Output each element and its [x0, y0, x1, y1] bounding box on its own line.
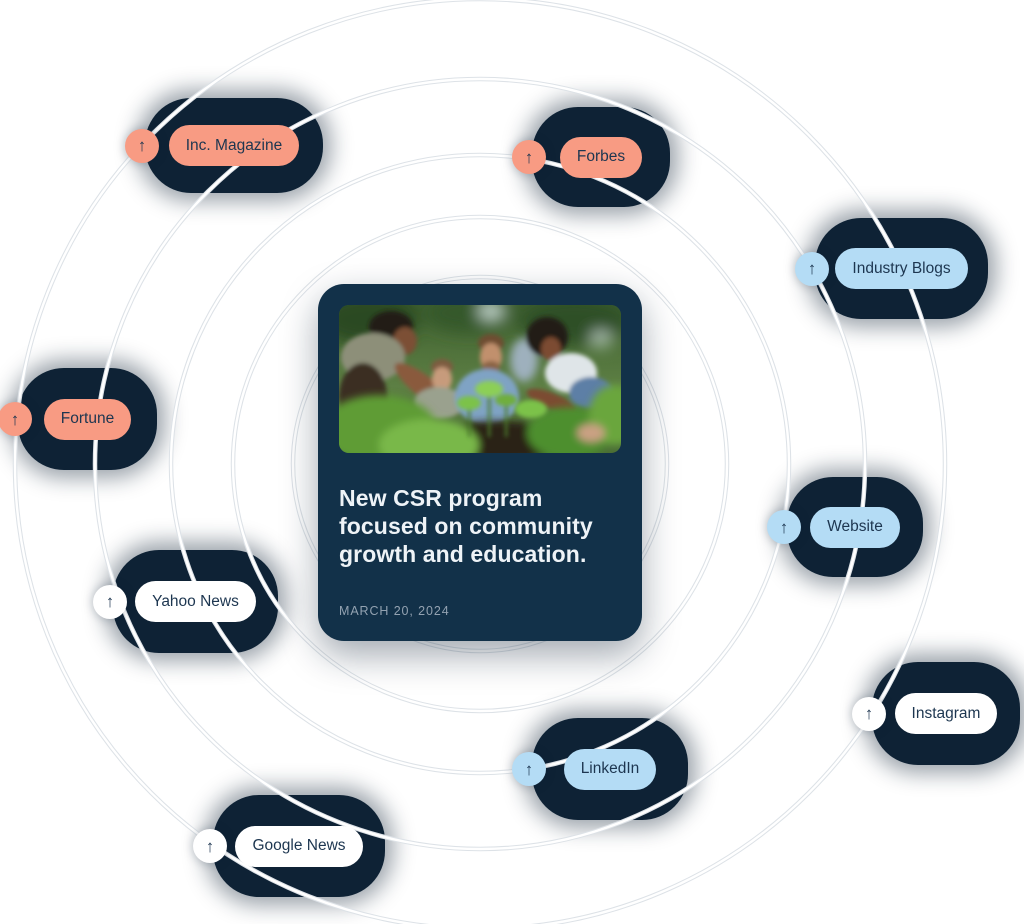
- arrow-up-icon[interactable]: ↑: [93, 584, 127, 619]
- channel-pill-industry-blogs[interactable]: Industry Blogs: [835, 248, 968, 289]
- channel-pill-google-news[interactable]: Google News: [235, 825, 363, 867]
- community-garden-photo: [339, 305, 621, 453]
- arrow-up-glyph: ↑: [105, 592, 115, 611]
- csr-news-card: New CSR program focused on community gro…: [318, 284, 642, 641]
- arrow-up-glyph: ↑: [137, 136, 147, 155]
- arrow-up-glyph: ↑: [205, 836, 215, 856]
- arrow-up-glyph: ↑: [524, 759, 534, 779]
- arrow-up-glyph: ↑: [864, 704, 874, 723]
- channel-pill-inc-magazine[interactable]: Inc. Magazine: [168, 125, 300, 166]
- arrow-up-icon[interactable]: ↑: [795, 251, 829, 286]
- node-yahoo-news: ↑ Yahoo News: [93, 550, 278, 653]
- channel-pill-linkedin[interactable]: LinkedIn: [563, 748, 657, 790]
- node-website: ↑ Website: [767, 477, 923, 577]
- arrow-up-glyph: ↑: [10, 409, 20, 429]
- arrow-up-icon[interactable]: ↑: [512, 140, 546, 174]
- arrow-up-icon[interactable]: ↑: [125, 128, 159, 163]
- node-fortune: ↑ Fortune: [0, 368, 157, 470]
- channel-pill-website[interactable]: Website: [810, 506, 900, 548]
- card-date: MARCH 20, 2024: [339, 604, 450, 618]
- node-forbes: ↑ Forbes: [512, 107, 670, 207]
- arrow-up-glyph: ↑: [524, 147, 534, 167]
- arrow-up-icon[interactable]: ↑: [512, 752, 546, 786]
- card-headline: New CSR program focused on community gro…: [339, 485, 593, 567]
- arrow-up-icon[interactable]: ↑: [767, 510, 801, 544]
- channel-pill-forbes[interactable]: Forbes: [559, 136, 643, 178]
- channel-pill-fortune[interactable]: Fortune: [43, 398, 132, 440]
- node-linkedin: ↑ LinkedIn: [512, 718, 688, 820]
- node-industry-blogs: ↑ Industry Blogs: [795, 218, 988, 319]
- channel-pill-instagram[interactable]: Instagram: [894, 693, 998, 734]
- node-instagram: ↑ Instagram: [852, 662, 1020, 765]
- arrow-up-icon[interactable]: ↑: [193, 829, 227, 863]
- arrow-up-icon[interactable]: ↑: [852, 696, 886, 731]
- node-inc-magazine: ↑ Inc. Magazine: [125, 98, 323, 193]
- community-garden-illustration: [339, 305, 621, 453]
- arrow-up-glyph: ↑: [807, 259, 817, 278]
- channel-pill-yahoo-news[interactable]: Yahoo News: [135, 581, 256, 622]
- node-google-news: ↑ Google News: [193, 795, 385, 897]
- arrow-up-glyph: ↑: [779, 517, 789, 537]
